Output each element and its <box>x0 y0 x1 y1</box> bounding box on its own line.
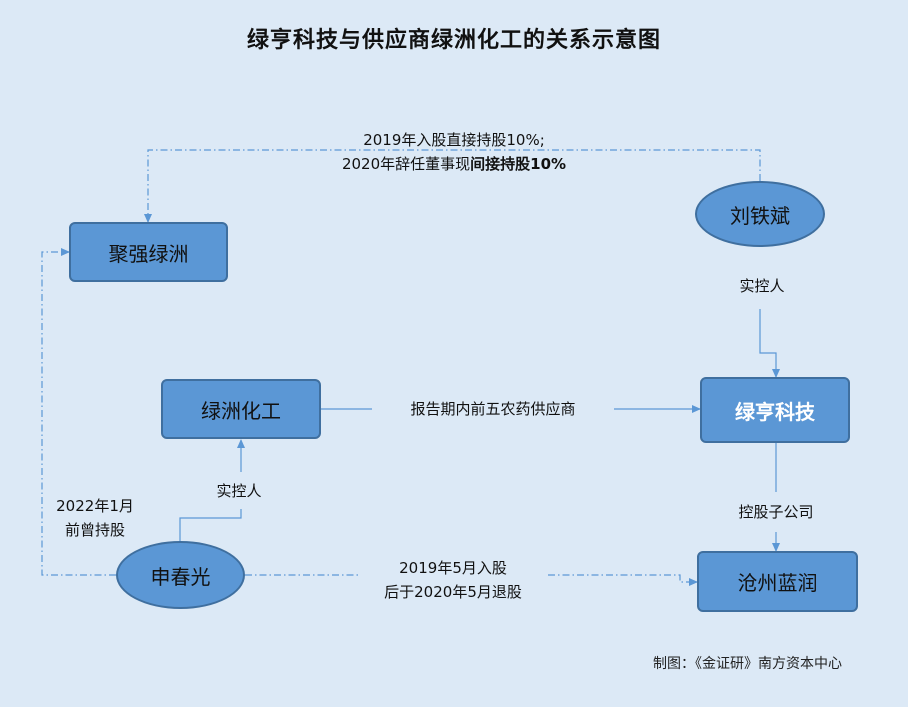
edge-label-shen-to-juqiang-line1: 2022年1月 <box>56 497 134 515</box>
node-cangzhou-lanrun-label: 沧州蓝润 <box>737 571 818 595</box>
edge-label-shen-to-cangzhou-line1: 2019年5月入股 <box>399 559 507 577</box>
edge-label-shen-to-lvzhou: 实控人 <box>216 479 261 503</box>
connector-liu-to-juqiang <box>144 149 761 223</box>
edge-label-liu-to-juqiang-line2b: 间接持股10% <box>470 155 567 173</box>
edge-label-liu-to-juqiang-line2a: 2020年辞任董事现 <box>341 155 471 173</box>
connector-shen-to-lvzhou <box>179 509 242 541</box>
node-cangzhou-lanrun: 沧州蓝润 <box>697 551 858 612</box>
node-juqiang-lvzhou: 聚强绿洲 <box>69 222 228 282</box>
edge-label-lvheng-to-cangzhou: 控股子公司 <box>738 500 813 524</box>
node-liu-tiebin: 刘铁斌 <box>695 181 825 247</box>
node-lvheng-tech: 绿亨科技 <box>700 377 850 443</box>
edge-label-liu-to-lvheng: 实控人 <box>739 274 784 298</box>
edge-label-liu-to-lvheng-text: 实控人 <box>739 277 785 295</box>
node-lvzhou-chem: 绿洲化工 <box>161 379 321 439</box>
edge-label-lvzhou-to-lvheng: 报告期内前五农药供应商 <box>410 397 575 421</box>
connector-liu-to-lvheng <box>759 309 780 378</box>
edge-label-liu-to-juqiang: 2019年入股直接持股10%; 2020年辞任董事现间接持股10% <box>342 128 566 176</box>
edge-label-shen-to-lvzhou-text: 实控人 <box>216 482 262 500</box>
node-liu-tiebin-label: 刘铁斌 <box>730 203 790 228</box>
edge-label-liu-to-juqiang-line1: 2019年入股直接持股10%; <box>363 131 545 149</box>
edge-label-shen-to-cangzhou-line2: 后于2020年5月退股 <box>384 583 522 601</box>
node-shen-chunguang-label: 申春光 <box>150 564 211 589</box>
edge-label-lvheng-to-cangzhou-text: 控股子公司 <box>738 503 814 521</box>
connector-shen-to-juqiang <box>41 248 116 576</box>
edge-label-shen-to-juqiang-line2: 前曾持股 <box>64 521 125 539</box>
node-lvzhou-chem-label: 绿洲化工 <box>201 398 281 423</box>
edge-label-shen-to-cangzhou: 2019年5月入股 后于2020年5月退股 <box>384 556 522 604</box>
node-lvheng-tech-label: 绿亨科技 <box>735 399 815 424</box>
diagram-title: 绿亨科技与供应商绿洲化工的关系示意图 <box>246 28 661 53</box>
edge-label-shen-to-juqiang: 2022年1月 前曾持股 <box>56 494 134 542</box>
connector-shen-to-cangzhou-b <box>548 574 698 586</box>
edge-label-lvzhou-to-lvheng-text: 报告期内前五农药供应商 <box>410 400 576 418</box>
node-juqiang-lvzhou-label: 聚强绿洲 <box>108 241 189 266</box>
edge-label-liu-to-juqiang-line2: 2020年辞任董事现间接持股10% <box>342 152 566 176</box>
node-shen-chunguang: 申春光 <box>116 541 245 609</box>
credit-text: 制图：《金证研》南方资本中心 <box>653 656 842 672</box>
